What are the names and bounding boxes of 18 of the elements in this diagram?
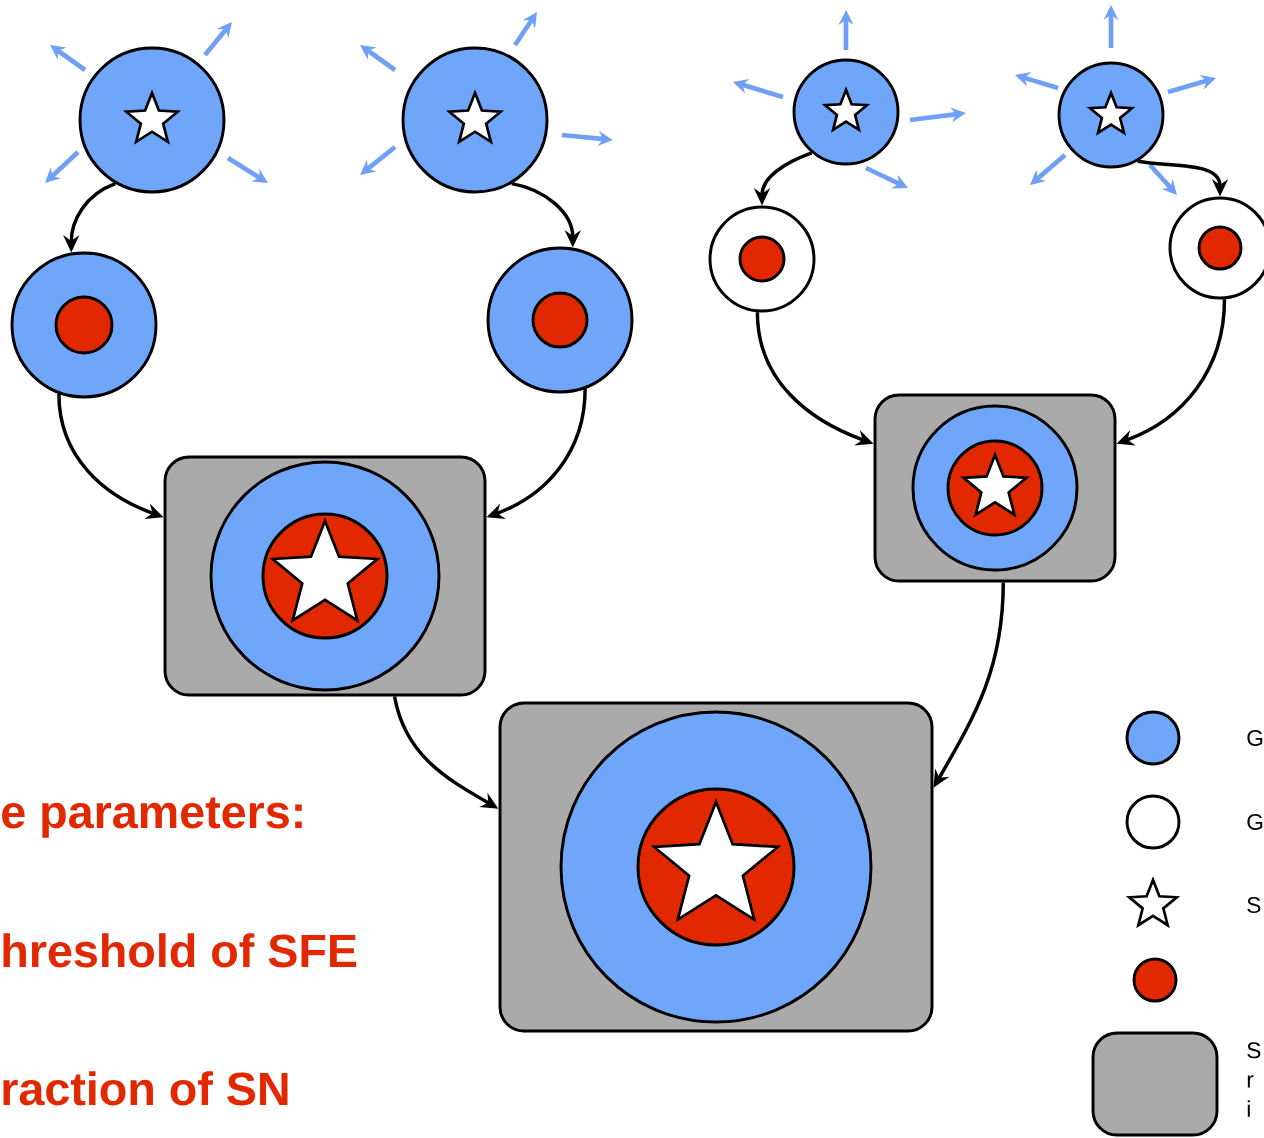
cell-cluster-box [163,455,487,697]
legend-text: G [1247,729,1263,747]
cell-circle [1057,61,1165,169]
cell-cluster-box [498,701,934,1033]
parameter-text: raction of SN [3,1071,288,1106]
cell-circle [78,46,226,194]
cell-circle [792,58,900,166]
parameter-text: e parameters: [2,797,302,838]
cell-circle [486,246,634,394]
cell-circle [708,205,816,313]
legend-text: S r i [1247,1042,1261,1117]
cell-circle [401,46,549,194]
cell-circle [1168,196,1264,300]
legend-text: G [1247,813,1263,831]
cell-cluster-box [873,393,1117,583]
legend-text: S [1247,896,1261,914]
cell-circle [10,251,158,399]
parameter-text: hreshold of SFE [3,933,357,968]
